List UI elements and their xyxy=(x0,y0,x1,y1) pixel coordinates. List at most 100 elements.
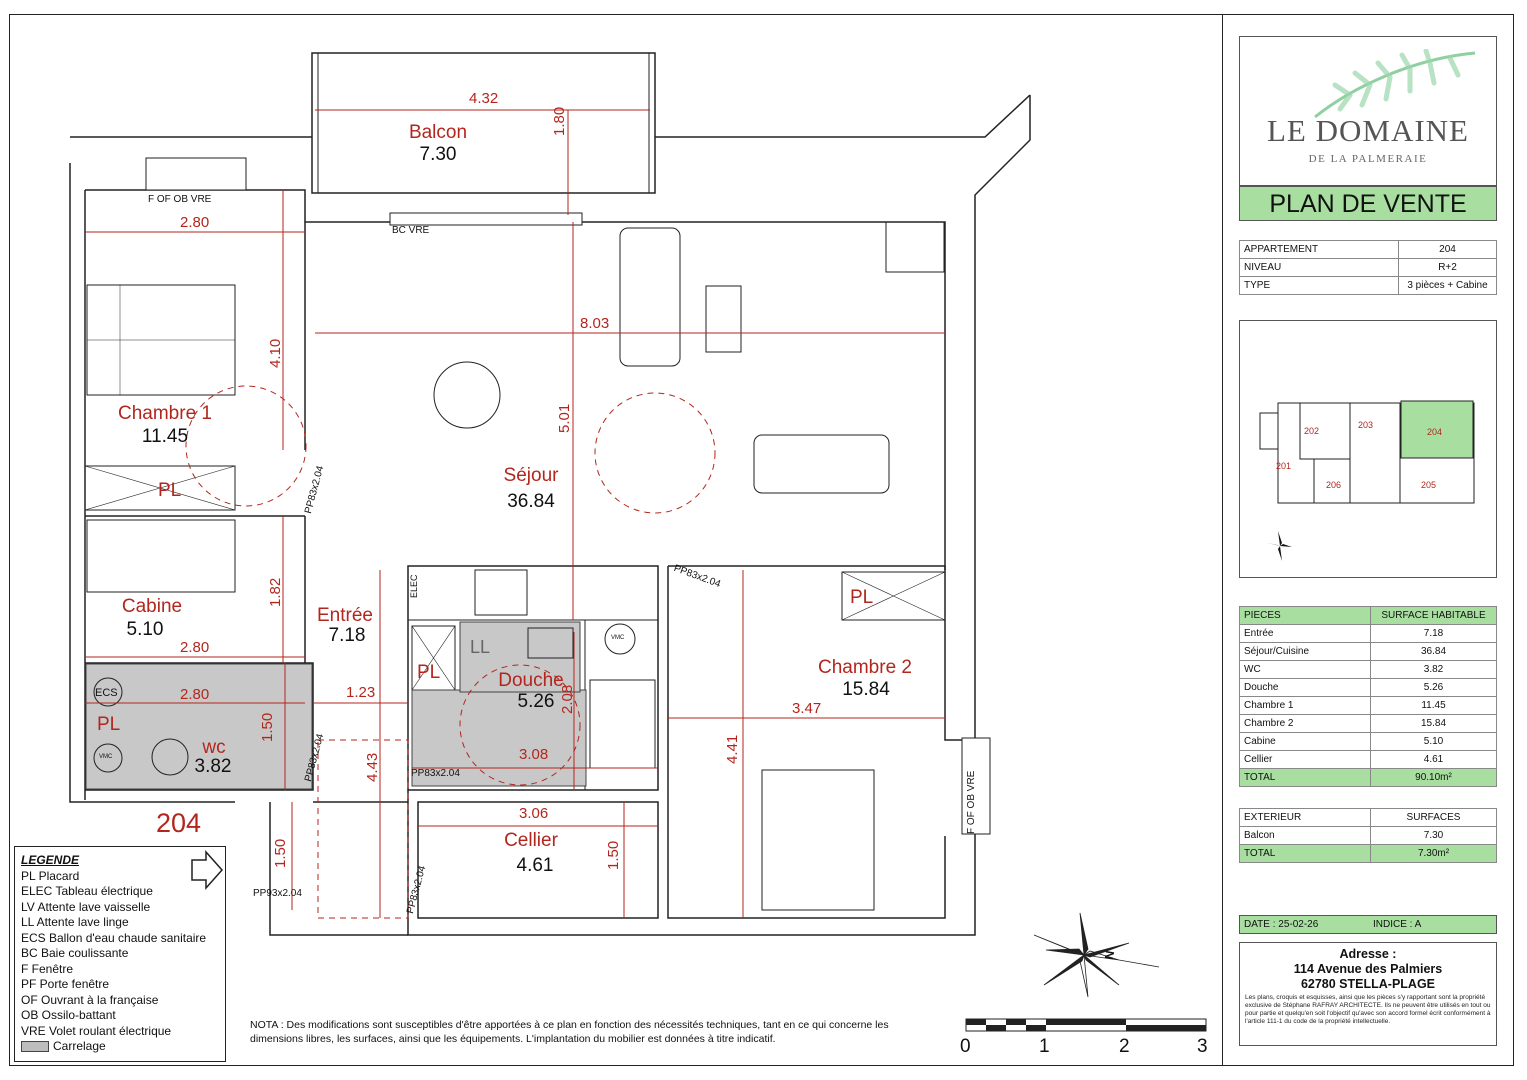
date-label: DATE : 25-02-26 xyxy=(1244,919,1319,930)
room-surface: 5.10 xyxy=(1370,732,1497,751)
room-area-wc: 3.82 xyxy=(194,756,232,777)
dim-balcon-h: 1.80 xyxy=(551,106,568,136)
room-surface: 4.61 xyxy=(1370,750,1497,769)
legend-item: LV Attente lave vaisselle xyxy=(21,899,151,914)
dim-balcon-w: 4.32 xyxy=(469,90,499,107)
key-plan-drawing: 201 202 203 204 205 206 xyxy=(1259,400,1475,561)
bed-cabine xyxy=(86,519,236,593)
dim-wc-h: 1.50 xyxy=(259,712,276,742)
legend-item: OB Ossilo-battant xyxy=(21,1008,116,1022)
compass-rose-icon xyxy=(1033,912,1160,998)
room-label-sejour: Séjour xyxy=(503,465,559,486)
room-area-entree: 7.18 xyxy=(328,625,366,646)
dim-dou-h: 2.08 xyxy=(559,684,576,714)
douche-tiles xyxy=(411,689,587,787)
unit-number: 204 xyxy=(156,808,202,838)
dim-ch2-w: 3.47 xyxy=(792,700,822,717)
shower-tray xyxy=(589,679,656,769)
legend-item: LL Attente lave linge xyxy=(21,915,129,929)
brand-subtitle: DE LA PALMERAIE xyxy=(1308,153,1428,165)
dim-hall-h: 1.50 xyxy=(272,838,289,868)
pl-tag-wc: PL xyxy=(97,714,121,735)
balcony-outline xyxy=(311,52,656,194)
palm-leaf-icon xyxy=(1314,49,1476,119)
room-label-chambre1: Chambre 1 xyxy=(118,403,212,424)
ll-tag: LL xyxy=(470,637,491,657)
apartment-key: TYPE xyxy=(1239,276,1399,295)
keyplan-unit-202: 202 xyxy=(1304,426,1319,436)
window-tag-sejour: BC VRE xyxy=(392,225,430,236)
dim-ch2-h: 4.41 xyxy=(724,734,741,764)
legend-item: BC Baie coulissante xyxy=(21,946,129,960)
legend-item: VRE Volet roulant électrique xyxy=(21,1023,172,1038)
room-area-balcon: 7.30 xyxy=(419,144,457,165)
vmc-unit xyxy=(93,743,123,773)
dim-ent-h: 4.43 xyxy=(364,752,381,782)
wc-box xyxy=(85,662,314,791)
room-name: Chambre 1 xyxy=(1239,696,1371,715)
ecs-tank xyxy=(93,677,123,707)
pl-tag-ch2: PL xyxy=(850,587,874,608)
bed-ch2 xyxy=(761,769,875,911)
pl-tag-ch1: PL xyxy=(158,480,182,501)
chambre2-walls xyxy=(667,565,975,919)
dim-dou-w: 3.08 xyxy=(519,746,549,763)
dim-sejour-h: 5.01 xyxy=(556,403,573,433)
laundry-tiles xyxy=(459,621,581,693)
total-label: TOTAL xyxy=(1239,844,1371,863)
room-label-balcon: Balcon xyxy=(408,122,468,143)
copyright-text: Les plans, croquis et esquisses, ainsi q… xyxy=(1245,994,1491,1025)
dim-cab-h: 1.82 xyxy=(267,577,284,607)
room-area-cellier: 4.61 xyxy=(516,855,554,876)
hall-bump xyxy=(269,802,408,936)
room-area-chambre2: 15.84 xyxy=(842,679,890,700)
room-surface: 3.82 xyxy=(1370,660,1497,679)
room-name: Séjour/Cuisine xyxy=(1239,642,1371,661)
carrelage-label: Carrelage xyxy=(53,1039,106,1053)
indice-label: INDICE : A xyxy=(1373,919,1422,930)
total-value: 90.10m² xyxy=(1370,768,1497,787)
address-line2: 62780 STELLA-PLAGE xyxy=(1300,977,1436,991)
dim-sejour-w: 8.03 xyxy=(580,315,610,332)
scale-bar xyxy=(965,1018,1207,1032)
room-name: WC xyxy=(1239,660,1371,679)
address-box: Adresse : 114 Avenue des Palmiers 62780 … xyxy=(1239,942,1497,1046)
room-surface: 11.45 xyxy=(1370,696,1497,715)
vmc-unit-kitchen xyxy=(604,623,636,655)
coffee-table xyxy=(705,285,742,353)
room-label-entree: Entrée xyxy=(317,605,373,626)
apartment-key: NIVEAU xyxy=(1239,258,1399,277)
vmc-tag-kitchen: VMC xyxy=(611,635,625,641)
room-label-cabine: Cabine xyxy=(121,596,183,617)
kitchen-block xyxy=(407,565,659,791)
col-header: EXTERIEUR xyxy=(1239,808,1371,827)
toilet xyxy=(151,738,189,776)
sofa xyxy=(753,434,890,494)
room-name: Cellier xyxy=(1239,750,1371,769)
dim-wc-w: 2.80 xyxy=(180,686,210,703)
legend-item: PF Porte fenêtre xyxy=(21,977,110,991)
room-label-chambre2: Chambre 2 xyxy=(818,657,912,678)
legend-item-carrelage: Carrelage xyxy=(21,1039,219,1055)
total-value: 7.30m² xyxy=(1370,844,1497,863)
apartment-key: APPARTEMENT xyxy=(1239,240,1399,259)
window-tag-ch1: F OF OB VRE xyxy=(148,194,212,205)
plan-title: PLAN DE VENTE xyxy=(1239,186,1497,221)
legend-item: ECS Ballon d'eau chaude sanitaire xyxy=(21,930,207,945)
apartment-value: R+2 xyxy=(1398,258,1497,277)
room-label-wc: wc xyxy=(202,737,226,758)
room-name: Douche xyxy=(1239,678,1371,697)
dim-cel-w: 3.06 xyxy=(519,805,549,822)
